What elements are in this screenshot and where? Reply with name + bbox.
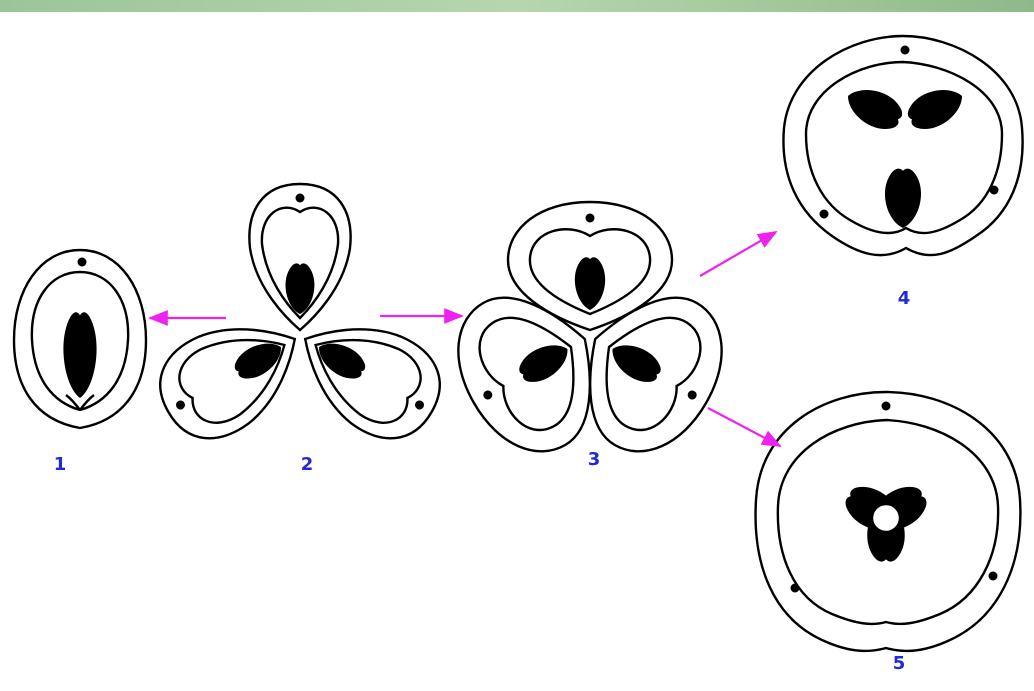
figure-5-axile-ovary — [756, 392, 1021, 651]
label-figure-1: 1 — [54, 456, 67, 474]
label-figure-2: 2 — [301, 456, 314, 474]
figure-2-carpel-right — [280, 295, 457, 456]
figure-1-single-carpel — [14, 250, 146, 428]
figure-3-lobe-top — [508, 202, 672, 330]
figure-3-fused-carpels — [433, 202, 747, 474]
top-band-fill — [0, 0, 1034, 12]
figure-2-free-carpels — [143, 184, 457, 456]
arrow-3-to-5 — [708, 408, 780, 446]
figure-4-parietal-ovary — [783, 36, 1022, 255]
figure-2-carpel-left — [143, 295, 320, 456]
arrow-3-to-4 — [700, 232, 776, 276]
label-figure-5: 5 — [893, 655, 906, 673]
label-figure-3: 3 — [588, 451, 601, 469]
label-figure-4: 4 — [898, 290, 911, 308]
figure-2-carpel-top — [249, 184, 350, 330]
